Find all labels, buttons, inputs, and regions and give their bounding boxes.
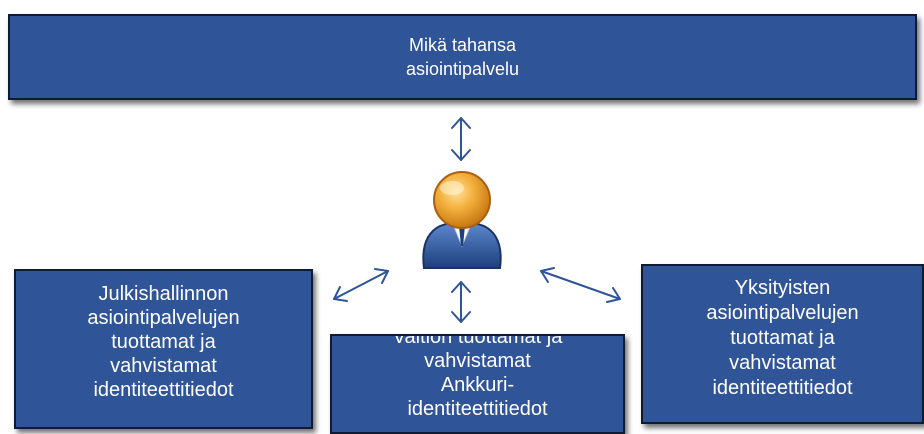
box-text-line: identiteettitiedot [93, 379, 234, 401]
box-text-line: asiointipalvelu [405, 59, 520, 79]
box-text-line: identiteettitiedot [407, 398, 548, 420]
box-text-line: tuottamat ja [730, 327, 835, 349]
public-services-box: Julkishallinnon asiointipalvelujen tuott… [14, 269, 313, 429]
arrow-middle-icon [451, 281, 471, 323]
box-text-line: asiointipalvelujen [706, 302, 859, 324]
box-text-line: Yksityisten [734, 277, 831, 299]
private-services-box: Yksityisten asiointipalvelujen tuottamat… [641, 264, 924, 424]
box-text-line: tuottamat ja [111, 331, 216, 353]
box-text-line: Mikä tahansa [408, 35, 517, 55]
box-text-line: vahvistamat [110, 355, 217, 377]
state-anchor-box: Valtion tuottamat ja vahvistamat Ankkuri… [330, 334, 625, 434]
box-text-line: vahvistamat [424, 350, 531, 372]
arrow-top-icon [451, 117, 471, 161]
arrow-left-icon [333, 268, 389, 302]
box-text-line: vahvistamat [729, 352, 836, 374]
user-icon [422, 171, 502, 269]
service-box-top: Mikä tahansa asiointipalvelu [8, 14, 917, 100]
box-text-line: Valtion tuottamat ja [392, 334, 563, 348]
box-text-line: identiteettitiedot [712, 377, 853, 399]
box-text-line: Ankkuri- [440, 374, 515, 396]
diagram-canvas [333, 117, 621, 323]
box-text-line: Julkishallinnon [98, 283, 229, 305]
arrow-right-icon [540, 267, 621, 303]
box-text-line: asiointipalvelujen [87, 307, 240, 329]
